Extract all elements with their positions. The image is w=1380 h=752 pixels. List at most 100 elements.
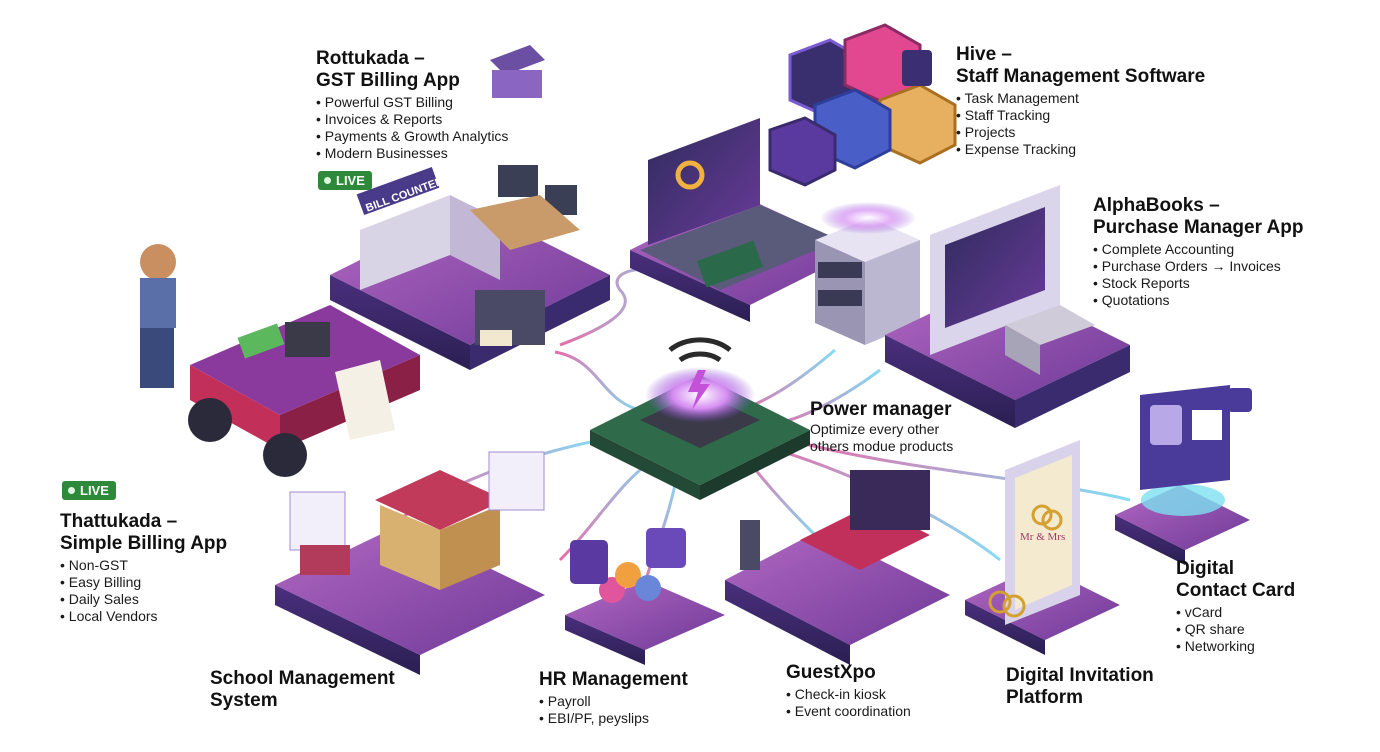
books-icon xyxy=(300,545,350,575)
thattukada-title-line1: Thattukada – xyxy=(60,511,178,532)
feature-item: Modern Businesses xyxy=(316,145,508,162)
monitor-icon xyxy=(498,165,538,197)
alphabooks-block: AlphaBooks – Purchase Manager App Comple… xyxy=(1093,195,1303,309)
contact-card-title-line2: Contact Card xyxy=(1176,580,1296,601)
feature-item: Payroll xyxy=(539,693,688,710)
hive-scene xyxy=(768,23,957,187)
hr-block: HR Management Payroll EBI/PF, peyslips xyxy=(539,669,688,727)
feature-item: Stock Reports xyxy=(1093,275,1303,292)
feature-item: Projects xyxy=(956,124,1205,141)
wifi-icon xyxy=(668,337,732,352)
guestxpo-block: GuestXpo Check-in kiosk Event coordinati… xyxy=(786,662,911,720)
hive-title-line1: Hive – xyxy=(956,44,1012,65)
feature-item: Task Management xyxy=(956,90,1205,107)
school-block: School Management System xyxy=(210,668,395,712)
invitation-title-line2: Platform xyxy=(1006,687,1084,708)
feature-item: Easy Billing xyxy=(60,574,227,591)
feature-item: Staff Tracking xyxy=(956,107,1205,124)
thattukada-block: Thattukada – Simple Billing App Non-GST … xyxy=(60,511,227,625)
hr-title: HR Management xyxy=(539,669,688,690)
contact-card-block: Digital Contact Card vCard QR share Netw… xyxy=(1176,558,1295,655)
rottukada-features: Powerful GST Billing Invoices & Reports … xyxy=(316,94,509,162)
guestxpo-title: GuestXpo xyxy=(786,662,876,683)
live-badge-label: LIVE xyxy=(336,173,365,188)
rottukada-scene: BILL COUNTER xyxy=(330,45,610,370)
rottukada-title-line2: GST Billing App xyxy=(316,70,460,91)
thattukada-features: Non-GST Easy Billing Daily Sales Local V… xyxy=(60,557,227,625)
alphabooks-scene xyxy=(885,185,1130,428)
contact-card-title: Digital Contact Card xyxy=(1176,558,1295,602)
power-manager-subtitle-line2: others modue products xyxy=(810,438,954,454)
thattukada-scene xyxy=(140,244,420,477)
power-manager-block: Power manager Optimize every other other… xyxy=(810,399,953,455)
thattukada-title-line2: Simple Billing App xyxy=(60,533,228,554)
power-manager-chip xyxy=(590,337,810,500)
cash-register-icon xyxy=(285,322,330,357)
invitation-block: Digital Invitation Platform xyxy=(1006,665,1154,709)
feature-item: Networking xyxy=(1176,638,1295,655)
delivery-truck-icon xyxy=(1005,305,1095,345)
contact-card-scene xyxy=(1115,385,1252,565)
hr-features: Payroll EBI/PF, peyslips xyxy=(539,693,688,727)
feature-item: Expense Tracking xyxy=(956,141,1205,158)
alphabooks-title-line2: Purchase Manager App xyxy=(1093,217,1304,238)
thattukada-title: Thattukada – Simple Billing App xyxy=(60,511,227,555)
hr-scene xyxy=(565,528,725,665)
alphabooks-title: AlphaBooks – Purchase Manager App xyxy=(1093,195,1303,239)
receipt-icon xyxy=(335,360,395,440)
alphabooks-features: Complete Accounting Purchase Orders → In… xyxy=(1093,241,1303,309)
feature-item: Payments & Growth Analytics xyxy=(316,128,509,145)
feature-item: Invoices & Reports xyxy=(316,111,508,128)
vendor-figure xyxy=(140,244,176,280)
feature-item: Event coordination xyxy=(786,703,911,720)
feature-item: Daily Sales xyxy=(60,591,227,608)
invitation-scene: Mr & Mrs xyxy=(965,440,1120,655)
server-scene xyxy=(815,202,920,345)
hive-features: Task Management Staff Tracking Projects … xyxy=(956,90,1205,158)
live-dot-icon xyxy=(324,177,331,184)
contact-avatar-icon xyxy=(1150,405,1182,445)
chart-icon xyxy=(902,50,932,86)
invitation-title-line1: Digital Invitation xyxy=(1006,665,1154,686)
feature-item: Local Vendors xyxy=(60,608,227,625)
invitation-card-text: Mr & Mrs xyxy=(1020,531,1065,543)
share-icon xyxy=(1228,388,1252,412)
chart-panel-icon xyxy=(289,491,346,551)
guestxpo-scene xyxy=(725,470,950,665)
feature-item: EBI/PF, peyslips xyxy=(539,710,688,727)
feature-item: vCard xyxy=(1176,604,1295,621)
kiosk-icon xyxy=(740,520,760,570)
contact-card-title-line1: Digital xyxy=(1176,558,1235,579)
contact-card-features: vCard QR share Networking xyxy=(1176,604,1295,655)
live-badge-label: LIVE xyxy=(80,483,109,498)
hive-title: Hive – Staff Management Software xyxy=(956,44,1205,88)
school-scene xyxy=(275,451,545,675)
laptop-scene xyxy=(630,118,860,322)
feature-item: Purchase Orders → Invoices xyxy=(1093,258,1303,275)
lightning-icon xyxy=(688,370,710,410)
rottukada-title-line1: Rottukada – xyxy=(316,48,425,69)
school-title-line2: System xyxy=(210,690,278,711)
feature-item: Check-in kiosk xyxy=(786,686,911,703)
guestxpo-features: Check-in kiosk Event coordination xyxy=(786,686,911,720)
thattukada-live-badge: LIVE xyxy=(62,481,116,500)
rottukada-live-badge: LIVE xyxy=(318,171,372,190)
alphabooks-title-line1: AlphaBooks – xyxy=(1093,195,1220,216)
feature-item: Powerful GST Billing xyxy=(316,94,508,111)
feature-item: Quotations xyxy=(1093,292,1303,309)
qr-code-icon xyxy=(1192,410,1222,440)
profile-card-icon xyxy=(570,540,608,584)
rottukada-title: Rottukada – GST Billing App xyxy=(316,48,508,92)
hive-block: Hive – Staff Management Software Task Ma… xyxy=(956,44,1205,158)
power-manager-subtitle-line1: Optimize every other xyxy=(810,421,940,437)
feature-item: Non-GST xyxy=(60,557,227,574)
store-icon xyxy=(490,45,545,75)
feature-item: QR share xyxy=(1176,621,1295,638)
rings-icon xyxy=(1031,504,1053,526)
invitation-title: Digital Invitation Platform xyxy=(1006,665,1154,709)
feature-item: Complete Accounting xyxy=(1093,241,1303,258)
school-title-line1: School Management xyxy=(210,668,395,689)
school-title: School Management System xyxy=(210,668,395,712)
power-manager-title: Power manager xyxy=(810,399,952,420)
